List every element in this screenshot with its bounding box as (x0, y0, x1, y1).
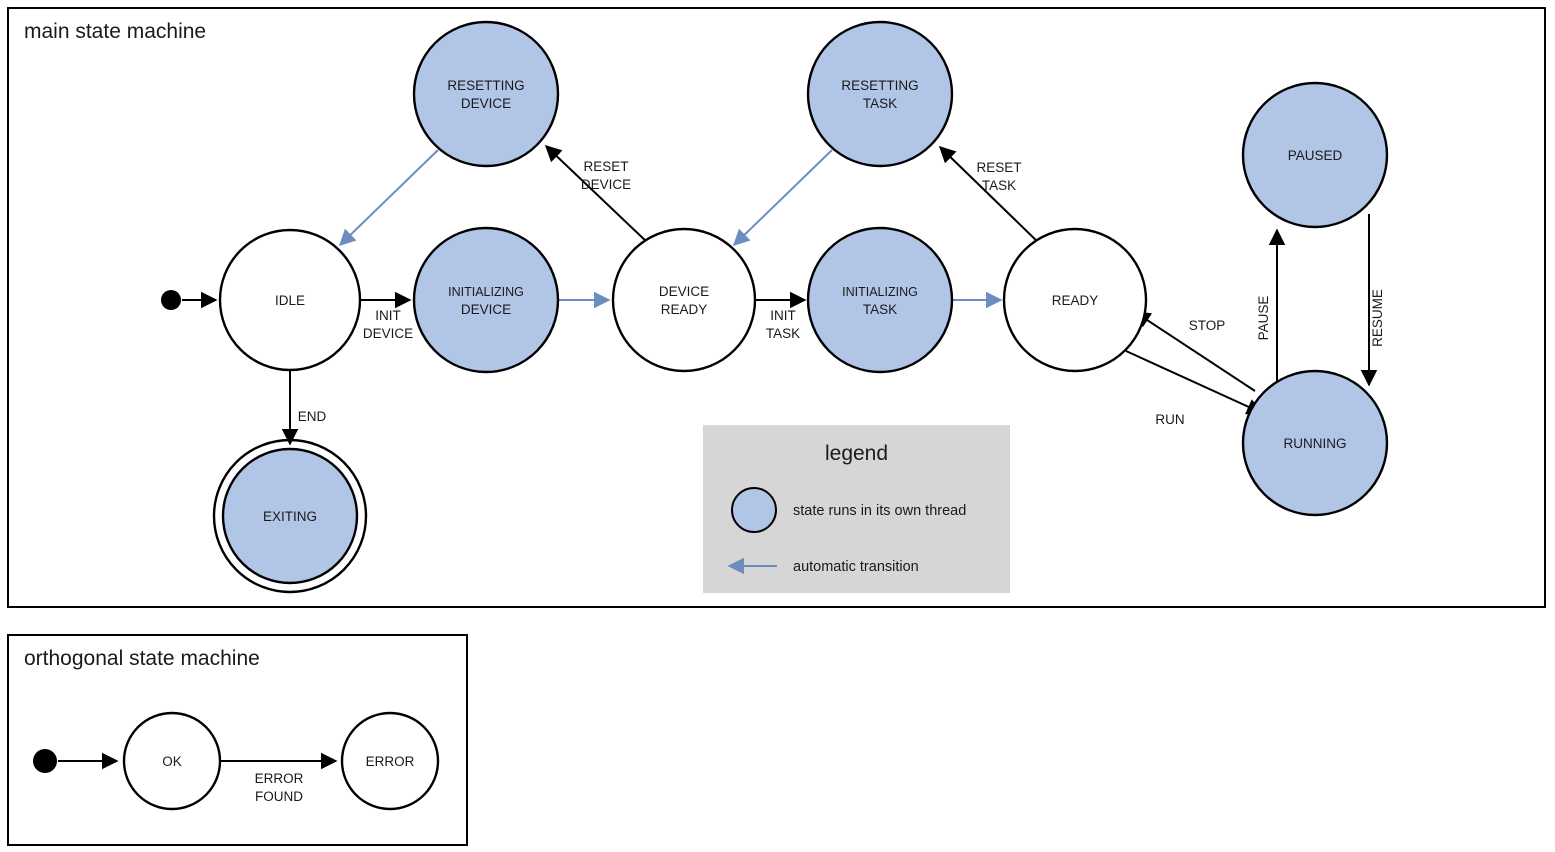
state-paused[interactable]: PAUSED (1241, 81, 1389, 229)
transition-running-to-ready[interactable] (1133, 311, 1256, 392)
transition-label-text-ok-to-error: FOUND (255, 789, 303, 804)
state-shape-ok[interactable] (122, 711, 222, 811)
state-shape-idle[interactable] (218, 228, 362, 372)
state-label-exiting: EXITING (263, 509, 317, 524)
transition-label-text-device-ready-to-init-task: TASK (766, 326, 800, 341)
state-label-initializing-device: INITIALIZING (448, 285, 524, 299)
state-shape-resetting-device[interactable] (412, 20, 560, 168)
orthogonal-initial-state-marker (33, 749, 57, 773)
state-shape-error[interactable] (340, 711, 440, 811)
transition-label-running-to-paused: PAUSE (1256, 296, 1271, 341)
legend-title: legend (825, 442, 888, 465)
transition-label-text-idle-to-init-device: INIT (375, 308, 401, 323)
state-label-resetting-task: TASK (863, 96, 897, 111)
transition-label-text-paused-to-running: RESUME (1370, 289, 1385, 347)
state-exiting[interactable]: EXITING (212, 438, 368, 594)
transition-ready-to-reset-task[interactable] (938, 145, 1041, 245)
state-idle[interactable]: IDLE (218, 228, 362, 372)
main-initial-state-marker (161, 290, 181, 310)
state-resetting-device[interactable]: RESETTING DEVICE (412, 20, 560, 168)
state-running[interactable]: RUNNING (1241, 369, 1389, 517)
transition-label-idle-to-init-device: INIT DEVICE (363, 308, 413, 341)
transition-label-device-ready-to-reset-dev: RESET DEVICE (581, 159, 631, 192)
legend: legend state runs in its own thread automa… (703, 425, 1010, 593)
state-label-resetting-device: DEVICE (461, 96, 511, 111)
states-layer: IDLE INITIALIZING DEVICE DEVICE READY INITIAL… (33, 20, 1389, 811)
frame-title-main: main state machine (24, 20, 206, 43)
state-label-initializing-device: DEVICE (461, 302, 511, 317)
transition-label-text-ready-to-reset-task: TASK (982, 178, 1016, 193)
legend-auto-transition-label: automatic transition (793, 559, 919, 575)
transition-label-device-ready-to-init-task: INIT TASK (766, 308, 800, 341)
state-label-initializing-task: INITIALIZING (842, 285, 918, 299)
transition-reset-task-to-dev-ready[interactable] (732, 149, 833, 247)
state-label-running: RUNNING (1284, 436, 1347, 451)
transition-device-ready-to-reset-dev[interactable] (544, 144, 649, 244)
transition-label-text-idle-to-init-device: DEVICE (363, 326, 413, 341)
state-label-resetting-task: RESETTING (841, 78, 918, 93)
transitions-layer (58, 144, 1378, 770)
state-label-ok: OK (162, 754, 182, 769)
legend-thread-state-swatch (731, 487, 777, 533)
transition-reset-dev-to-idle[interactable] (338, 149, 439, 247)
state-label-initializing-task: TASK (863, 302, 897, 317)
state-initializing-task[interactable]: INITIALIZING TASK (806, 226, 954, 374)
transition-label-text-running-to-paused: PAUSE (1256, 296, 1271, 341)
state-initializing-device[interactable]: INITIALIZING DEVICE (412, 226, 560, 374)
state-label-paused: PAUSED (1288, 148, 1343, 163)
state-ready[interactable]: READY (1002, 227, 1148, 373)
state-shape-paused[interactable] (1241, 81, 1389, 229)
state-label-resetting-device: RESETTING (447, 78, 524, 93)
state-ok[interactable]: OK (122, 711, 222, 811)
state-shape-ready[interactable] (1002, 227, 1148, 373)
transition-label-ready-to-running: RUN (1155, 412, 1184, 427)
state-label-error: ERROR (366, 754, 415, 769)
state-label-idle: IDLE (275, 293, 305, 308)
state-label-ready: READY (1052, 293, 1099, 308)
transition-label-ready-to-reset-task: RESET TASK (976, 160, 1021, 193)
transition-label-text-running-to-ready: STOP (1189, 318, 1226, 333)
state-final-ring-exiting (212, 438, 368, 594)
transition-label-text-idle-to-exiting: END (298, 409, 327, 424)
transition-label-text-ready-to-running: RUN (1155, 412, 1184, 427)
transition-label-ok-to-error: ERROR FOUND (255, 771, 304, 804)
state-shape-resetting-task[interactable] (806, 20, 954, 168)
legend-panel: legend state runs in its own thread automa… (703, 425, 1010, 593)
transition-label-idle-to-exiting: END (298, 409, 327, 424)
state-device-ready[interactable]: DEVICE READY (611, 227, 757, 373)
transition-label-text-ready-to-reset-task: RESET (976, 160, 1021, 175)
state-label-device-ready: READY (661, 302, 708, 317)
frame-title-orthogonal: orthogonal state machine (24, 647, 260, 670)
state-label-device-ready: DEVICE (659, 284, 709, 299)
transition-label-text-device-ready-to-reset-dev: DEVICE (581, 177, 631, 192)
transition-label-text-device-ready-to-reset-dev: RESET (583, 159, 628, 174)
transition-ready-to-running[interactable] (1125, 350, 1264, 415)
legend-thread-state-label: state runs in its own thread (793, 503, 966, 519)
state-error[interactable]: ERROR (340, 711, 440, 811)
state-shape-device-ready[interactable] (611, 227, 757, 373)
state-shape-exiting[interactable] (221, 447, 359, 585)
state-resetting-task[interactable]: RESETTING TASK (806, 20, 954, 168)
transition-label-text-device-ready-to-init-task: INIT (770, 308, 796, 323)
transition-label-paused-to-running: RESUME (1370, 289, 1385, 347)
transition-label-running-to-ready: STOP (1189, 318, 1226, 333)
state-shape-initializing-device[interactable] (412, 226, 560, 374)
state-shape-running[interactable] (1241, 369, 1389, 517)
transition-labels-layer: INIT DEVICE INIT TASK RESET DEVICE RESET TASK EN… (255, 159, 1385, 804)
transition-label-text-ok-to-error: ERROR (255, 771, 304, 786)
state-shape-initializing-task[interactable] (806, 226, 954, 374)
